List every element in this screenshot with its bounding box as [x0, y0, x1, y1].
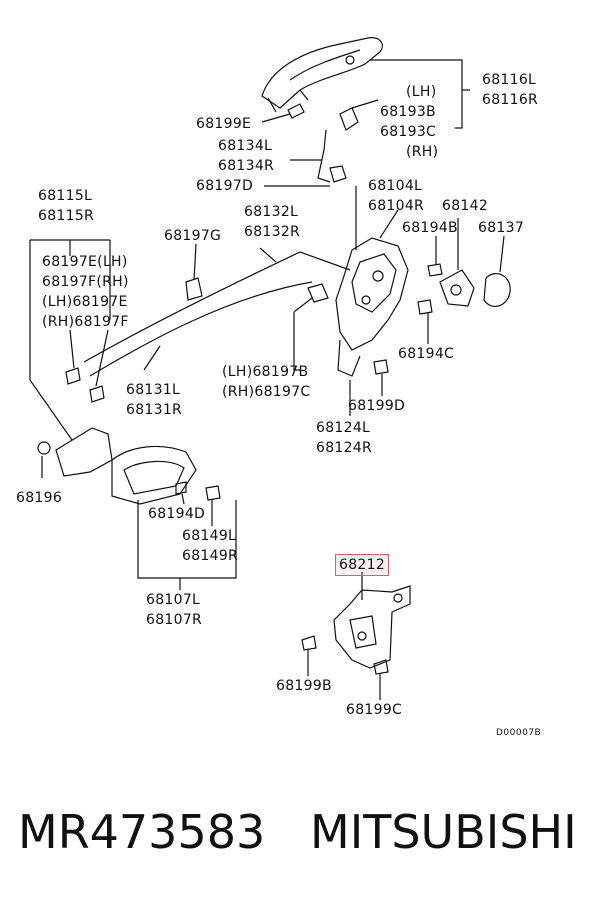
- label-68134l: 68134L: [218, 138, 273, 154]
- part-number: MR473583: [18, 805, 266, 859]
- label-lh-68197e: (LH)68197E: [42, 294, 128, 310]
- label-68107: 68107L 68107R: [146, 590, 202, 630]
- label-68132r: 68132R: [244, 224, 301, 240]
- label-68149r: 68149R: [182, 548, 239, 564]
- parts-diagram: [29, 37, 511, 700]
- label-68197g: 68197G: [164, 228, 222, 244]
- label-68124: 68124L 68124R: [316, 418, 372, 458]
- label-68196: 68196: [16, 490, 63, 506]
- outside-handle-drawing: [261, 37, 383, 113]
- label-68193b: 68193B: [380, 104, 436, 120]
- label-68107l: 68107L: [146, 592, 201, 608]
- label-68131: 68131L 68131R: [126, 380, 182, 420]
- label-68149: 68149L 68149R: [182, 526, 238, 566]
- label-68193c: 68193C: [380, 124, 437, 140]
- label-68124r: 68124R: [316, 440, 373, 456]
- label-68194c: 68194C: [398, 346, 455, 362]
- label-68107r: 68107R: [146, 612, 203, 628]
- label-68199d: 68199D: [348, 398, 406, 414]
- label-rh: (RH): [406, 144, 439, 160]
- label-68116r: 68116R: [482, 92, 539, 108]
- label-68194b: 68194B: [402, 220, 458, 236]
- inside-handle-drawing: [55, 427, 197, 505]
- label-68132l: 68132L: [244, 204, 299, 220]
- label-68149l: 68149L: [182, 528, 237, 544]
- label-68124l: 68124L: [316, 420, 371, 436]
- label-68197d: 68197D: [196, 178, 254, 194]
- label-68115: 68115L 68115R: [38, 186, 94, 226]
- label-68193: (LH) 68193B 68193C (RH): [380, 82, 438, 162]
- label-rh-68197f: (RH)68197F: [42, 314, 129, 330]
- label-68131l: 68131L: [126, 382, 181, 398]
- label-68199e: 68199E: [196, 116, 252, 132]
- label-rh-68197c: (RH)68197C: [222, 384, 311, 400]
- label-68197bc: (LH)68197B (RH)68197C: [222, 362, 311, 402]
- label-68104l: 68104L: [368, 178, 423, 194]
- label-68115l: 68115L: [38, 188, 93, 204]
- diagram-code: D00007B: [496, 728, 542, 738]
- label-68142: 68142: [442, 198, 489, 214]
- label-68116l: 68116L: [482, 72, 537, 88]
- label-lh-68197b: (LH)68197B: [222, 364, 309, 380]
- label-68131r: 68131R: [126, 402, 183, 418]
- label-68134: 68134L 68134R: [218, 136, 274, 176]
- label-68115r: 68115R: [38, 208, 95, 224]
- label-68132: 68132L 68132R: [244, 202, 300, 242]
- label-68197ef: 68197E(LH) 68197F(RH) (LH)68197E (RH)681…: [42, 252, 129, 332]
- label-68194d: 68194D: [148, 506, 206, 522]
- label-68197e-lh: 68197E(LH): [42, 254, 128, 270]
- label-68116: 68116L 68116R: [482, 70, 538, 110]
- label-68212: 68212: [334, 554, 390, 576]
- brand-name: MITSUBISHI: [310, 805, 577, 859]
- latch-assembly-drawing: [335, 237, 409, 377]
- label-68137: 68137: [478, 220, 525, 236]
- door-checker-drawing: [333, 585, 411, 669]
- label-lh: (LH): [406, 84, 437, 100]
- footer: MR473583 MITSUBISHI: [0, 805, 600, 875]
- label-68199b: 68199B: [276, 678, 332, 694]
- label-68134r: 68134R: [218, 158, 275, 174]
- label-68199c: 68199C: [346, 702, 403, 718]
- label-68104: 68104L 68104R: [368, 176, 424, 216]
- label-68197f-rh: 68197F(RH): [42, 274, 129, 290]
- label-68104r: 68104R: [368, 198, 425, 214]
